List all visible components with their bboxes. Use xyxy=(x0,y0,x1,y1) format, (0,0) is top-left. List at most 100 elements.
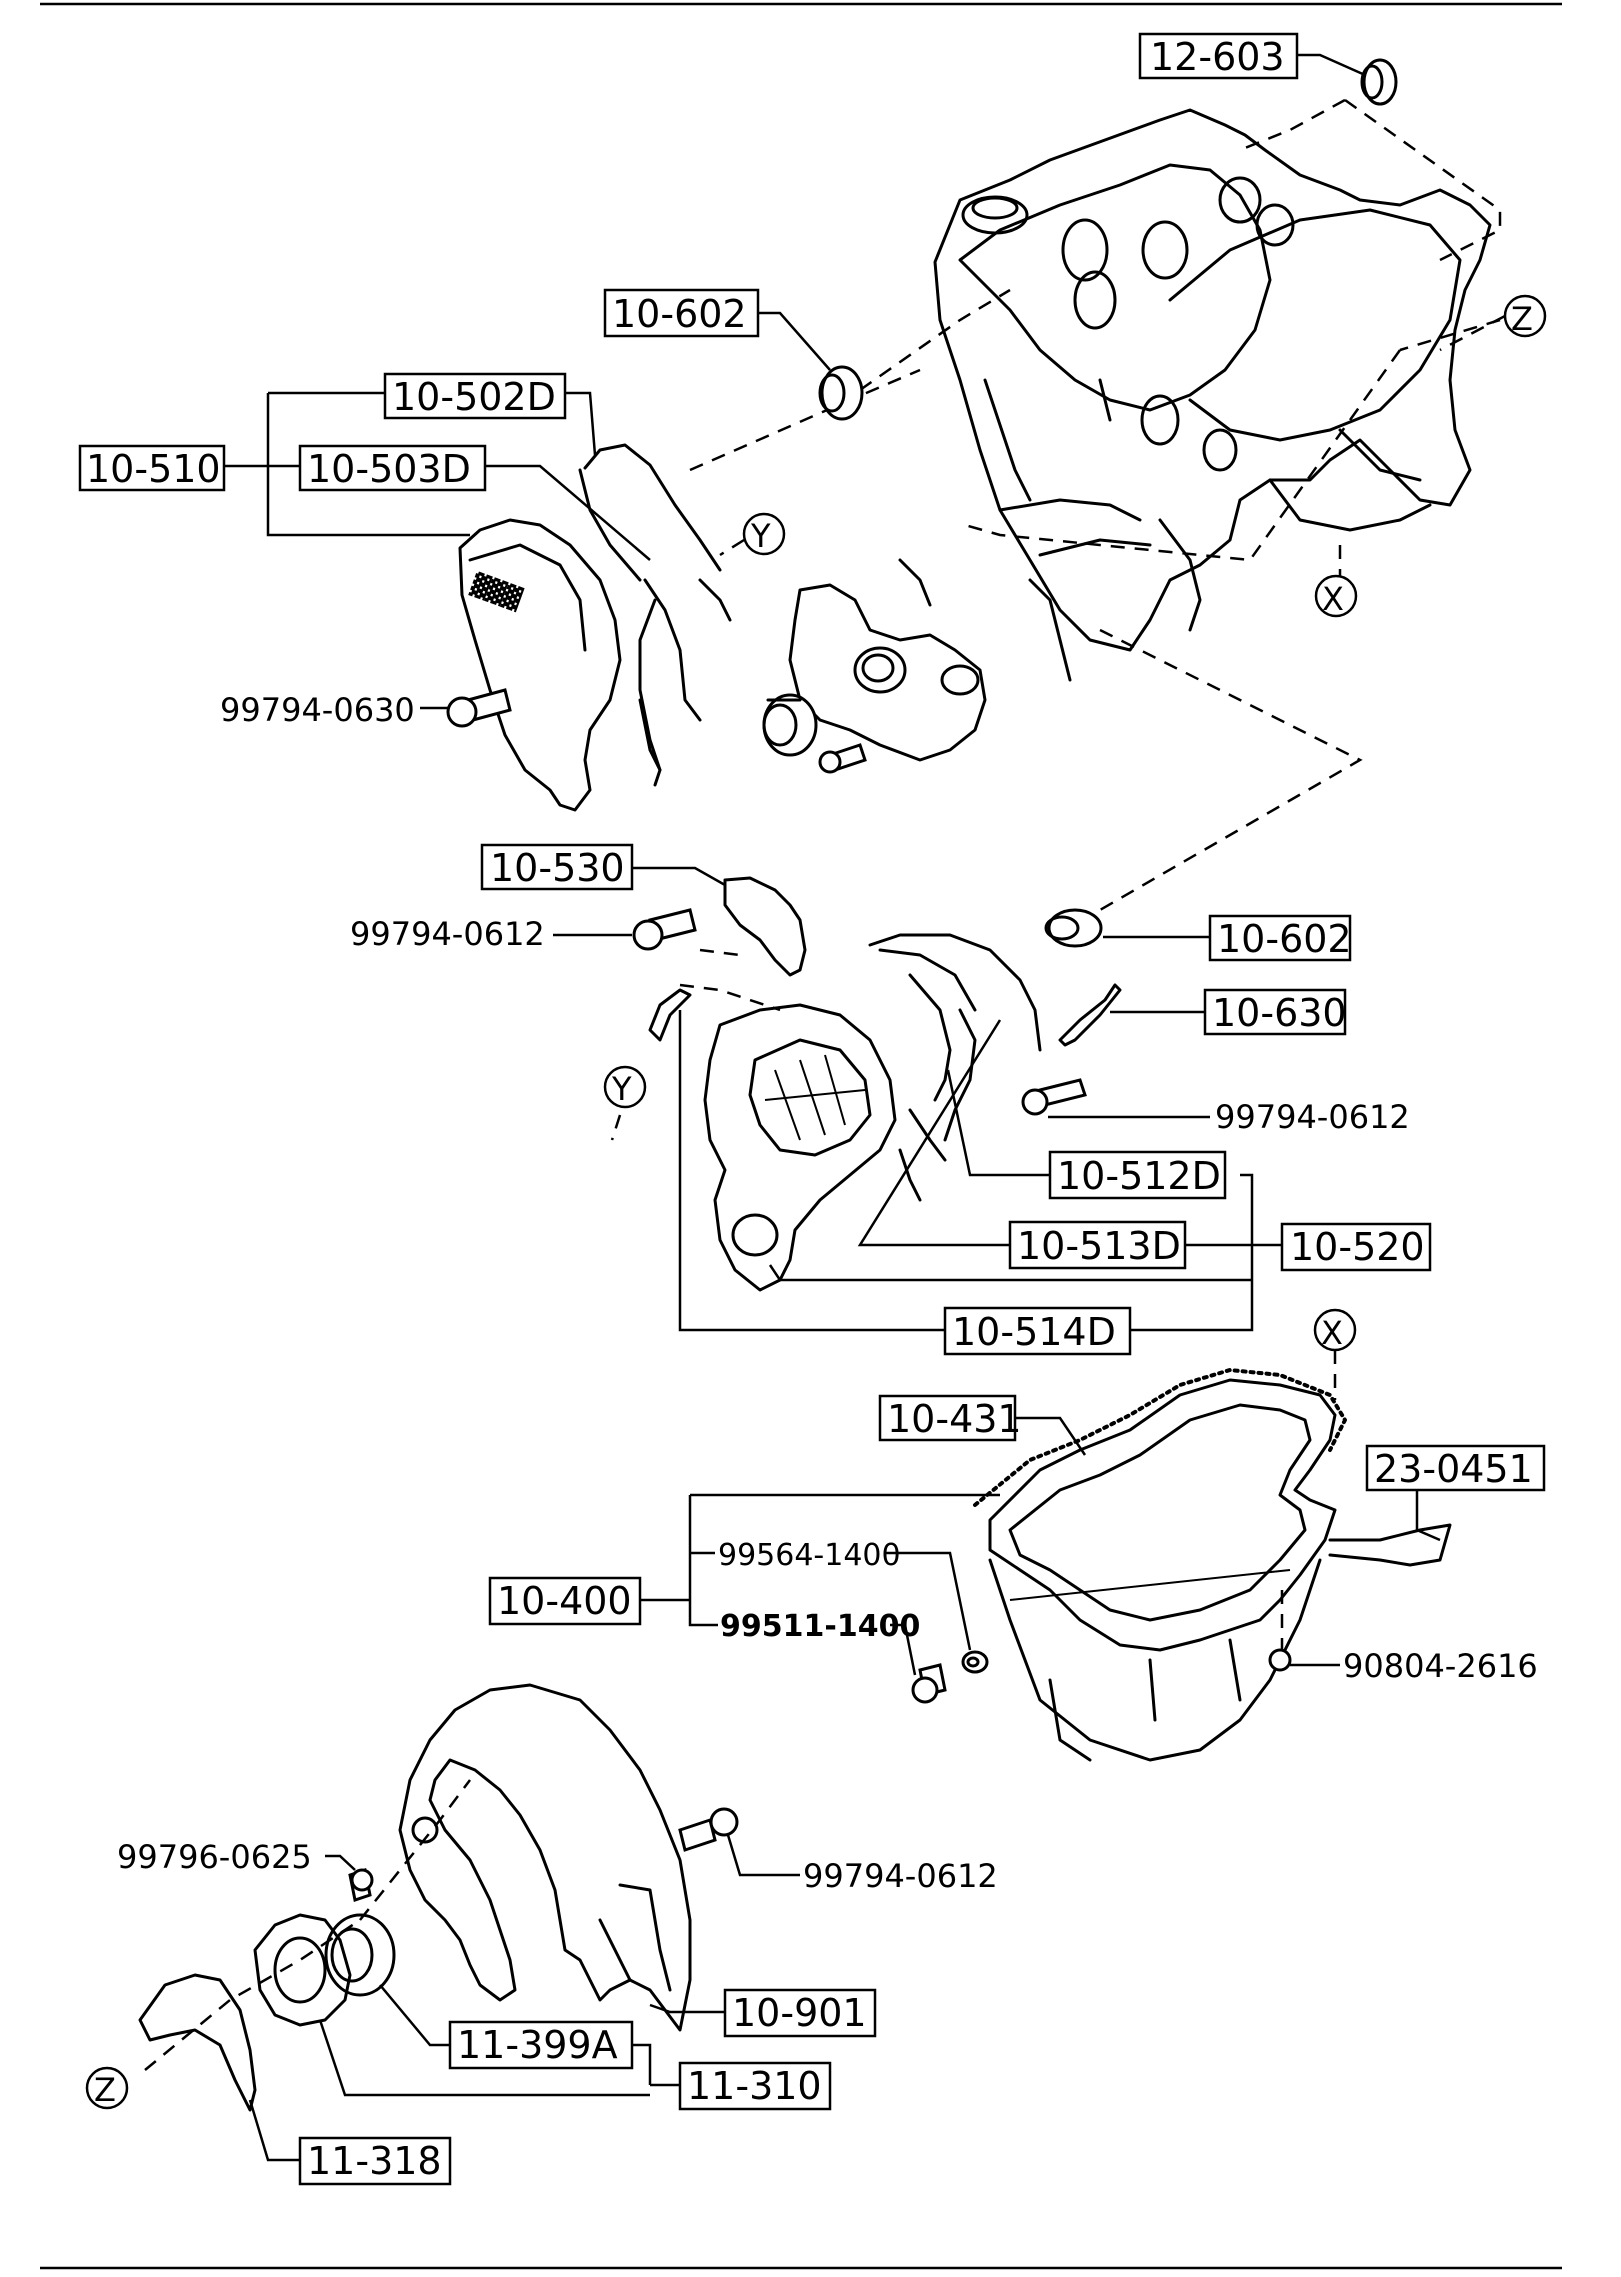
lower-cover-gaskets-illustration xyxy=(868,933,1042,1202)
callout-box-10-513D xyxy=(1008,1220,1187,1270)
part-label-10-510[interactable]: 10-510 xyxy=(86,447,221,491)
seal-12-603-illustration xyxy=(1360,58,1398,106)
dash-line xyxy=(1239,98,1346,152)
bolt-90804-2616-illustration xyxy=(1268,1590,1292,1672)
dash-line xyxy=(1399,318,1501,352)
part-label-10-513D[interactable]: 10-513D xyxy=(1017,1224,1181,1268)
dash-line xyxy=(1439,314,1506,352)
dash-line xyxy=(679,983,781,1012)
callout-box-11-318 xyxy=(298,2136,452,2186)
ref-label-x-mid: X xyxy=(1321,1314,1343,1352)
part-label-12-603[interactable]: 12-603 xyxy=(1150,35,1285,79)
seal-housing-illustration xyxy=(253,1913,352,2027)
ref-marker-z-bottom xyxy=(85,2066,129,2110)
oil-pan-illustration xyxy=(988,1378,1337,1762)
rear-seal-illustration xyxy=(324,1913,396,1997)
upper-cover-gaskets-illustration xyxy=(578,443,732,787)
drain-washer-illustration xyxy=(961,1650,989,1674)
callout-box-11-399A xyxy=(448,2020,634,2070)
bracket-10-530-illustration xyxy=(723,876,807,977)
oil-pan-gasket-illustration xyxy=(973,1368,1347,1507)
part-label-11-399A[interactable]: 11-399A xyxy=(457,2023,618,2067)
dash-line xyxy=(719,538,745,557)
ref-marker-x-top xyxy=(1314,574,1358,618)
ref-label-z-bottom: Z xyxy=(94,2071,116,2109)
part-label-10-431[interactable]: 10-431 xyxy=(887,1397,1022,1441)
part-label-99796-0625[interactable]: 99796-0625 xyxy=(117,1838,312,1876)
dash-line xyxy=(1099,628,1363,912)
callout-box-10-502D xyxy=(383,372,567,420)
part-label-99794-0612-c[interactable]: 99794-0612 xyxy=(803,1857,998,1895)
callout-box-10-520 xyxy=(1280,1222,1432,1272)
housing-gasket-illustration xyxy=(138,1973,257,2112)
part-label-10-602-mid[interactable]: 10-602 xyxy=(1217,917,1352,961)
strainer-23-0451-illustration xyxy=(1328,1523,1452,1567)
part-label-10-630[interactable]: 10-630 xyxy=(1212,991,1347,1035)
callout-box-10-630 xyxy=(1203,988,1347,1036)
callout-box-10-514D xyxy=(943,1306,1132,1356)
part-label-23-0451[interactable]: 23-0451 xyxy=(1374,1447,1533,1491)
dash-line xyxy=(1344,98,1502,262)
ref-label-x-top: X xyxy=(1322,580,1344,618)
seal-10-602-mid-illustration xyxy=(1044,908,1103,948)
seal-10-602-top-illustration xyxy=(818,365,864,421)
callout-box-10-602-mid xyxy=(1208,914,1352,962)
ref-marker-y-mid xyxy=(603,1065,647,1109)
part-label-10-901[interactable]: 10-901 xyxy=(732,1991,867,2035)
callout-box-23-0451 xyxy=(1365,1444,1546,1492)
dash-line xyxy=(964,349,1402,562)
part-label-99794-0612-a[interactable]: 99794-0612 xyxy=(350,915,545,953)
part-label-10-512D[interactable]: 10-512D xyxy=(1057,1154,1221,1198)
callout-box-10-510 xyxy=(78,444,226,492)
part-label-11-318[interactable]: 11-318 xyxy=(307,2139,442,2183)
strip-10-514D-illustration xyxy=(648,988,692,1042)
part-label-99794-0612-b[interactable]: 99794-0612 xyxy=(1215,1098,1410,1136)
ref-label-y-mid: Y xyxy=(611,1070,632,1108)
drain-plug-illustration xyxy=(911,1663,947,1704)
dash-line xyxy=(359,1779,471,1921)
ref-label-y-top: Y xyxy=(750,517,771,555)
part-label-99511-1400[interactable]: 99511-1400 xyxy=(720,1609,920,1644)
callout-box-10-431 xyxy=(878,1394,1017,1442)
lower-timing-cover-illustration xyxy=(703,1003,897,1292)
part-label-10-503D[interactable]: 10-503D xyxy=(307,447,471,491)
part-label-10-502D[interactable]: 10-502D xyxy=(392,375,556,419)
bolt-99794-0612-c-illustration xyxy=(678,1807,739,1852)
dash-line xyxy=(689,368,921,472)
part-label-10-602-top[interactable]: 10-602 xyxy=(612,292,747,336)
part-label-10-520[interactable]: 10-520 xyxy=(1290,1225,1425,1269)
pump-bolt-illustration xyxy=(818,743,867,774)
bolt-99794-0630-illustration xyxy=(446,688,512,728)
engine-block-illustration xyxy=(933,108,1492,652)
svg-text:▓▓▓: ▓▓▓ xyxy=(468,570,525,613)
callout-box-10-503D xyxy=(298,444,487,492)
callout-box-10-512D xyxy=(1048,1150,1227,1200)
oil-pump-illustration xyxy=(788,558,1072,762)
pin-10-630-illustration xyxy=(1058,983,1122,1047)
part-label-11-310[interactable]: 11-310 xyxy=(687,2064,822,2108)
callout-box-11-310 xyxy=(678,2061,832,2111)
part-label-99564-1400[interactable]: 99564-1400 xyxy=(718,1538,901,1573)
part-label-10-514D[interactable]: 10-514D xyxy=(952,1310,1116,1354)
upper-timing-cover-illustration: ▓▓▓ xyxy=(458,518,622,812)
callout-box-12-603 xyxy=(1138,32,1299,80)
callout-box-10-901 xyxy=(723,1988,877,2038)
leader-lines xyxy=(224,53,1441,2162)
callout-box-10-530 xyxy=(480,843,634,891)
dash-line xyxy=(859,288,1011,392)
part-label-10-400[interactable]: 10-400 xyxy=(497,1579,632,1623)
part-label-99794-0630[interactable]: 99794-0630 xyxy=(220,691,415,729)
ref-marker-y-top xyxy=(742,512,786,556)
bolt-99794-0612-a-illustration xyxy=(632,908,697,951)
end-plate-illustration xyxy=(398,1683,692,2032)
dash-line xyxy=(610,1114,622,1141)
crank-sprocket-illustration xyxy=(762,693,818,757)
callout-box-10-602-top xyxy=(603,288,760,338)
ref-label-z-top: Z xyxy=(1511,300,1533,338)
part-label-90804-2616[interactable]: 90804-2616 xyxy=(1343,1647,1538,1685)
bolt-99796-0625-illustration xyxy=(348,1868,374,1902)
dash-line xyxy=(144,1918,361,2071)
part-label-10-530[interactable]: 10-530 xyxy=(490,846,625,890)
callout-box-10-400 xyxy=(488,1576,642,1626)
